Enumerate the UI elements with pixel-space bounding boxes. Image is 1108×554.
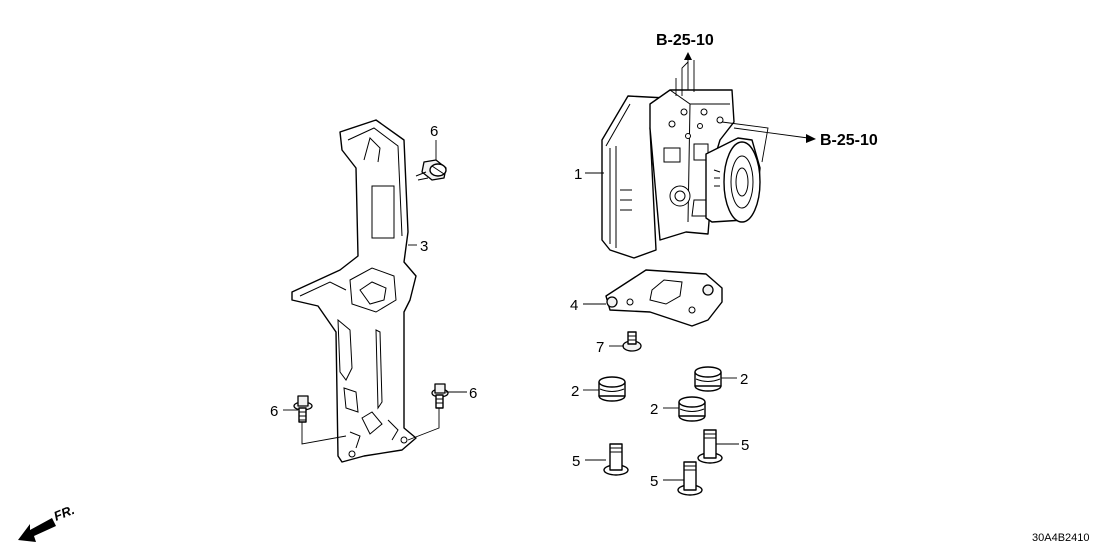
callout-bolt-right: 6 <box>469 385 477 402</box>
callout-grommet-b: 2 <box>740 371 748 388</box>
callout-collar-b: 5 <box>741 437 749 454</box>
front-direction-arrow-icon <box>18 518 56 542</box>
callout-modulator: 1 <box>574 166 582 183</box>
callout-grommet-a: 2 <box>571 383 579 400</box>
callout-grommet-c: 2 <box>650 401 658 418</box>
grommet-a <box>598 376 626 402</box>
callout-plate: 4 <box>570 297 578 314</box>
grommet-c <box>678 396 706 422</box>
collar-c <box>677 461 703 496</box>
mounting-plate <box>605 269 723 327</box>
callout-bolt-top: 6 <box>430 123 438 140</box>
abs-modulator-unit <box>601 52 816 259</box>
reference-label-top: B-25-10 <box>656 32 714 49</box>
diagram-code: 30A4B2410 <box>1032 532 1090 544</box>
callout-bolt-left: 6 <box>270 403 278 420</box>
collar-a <box>603 443 629 476</box>
leader-lines <box>283 140 739 481</box>
collar-b <box>697 429 723 464</box>
bolt-right <box>431 383 449 409</box>
grommet-b <box>694 366 722 392</box>
bolt-top <box>415 159 447 181</box>
reference-label-right: B-25-10 <box>820 132 878 149</box>
front-direction-label: FR. <box>52 502 77 524</box>
callout-bolt-small: 7 <box>596 339 604 356</box>
bracket-part <box>291 119 440 463</box>
bolt-small <box>622 331 642 352</box>
callout-collar-a: 5 <box>572 453 580 470</box>
callout-collar-c: 5 <box>650 473 658 490</box>
bolt-left <box>293 395 313 423</box>
callout-bracket: 3 <box>420 238 428 255</box>
